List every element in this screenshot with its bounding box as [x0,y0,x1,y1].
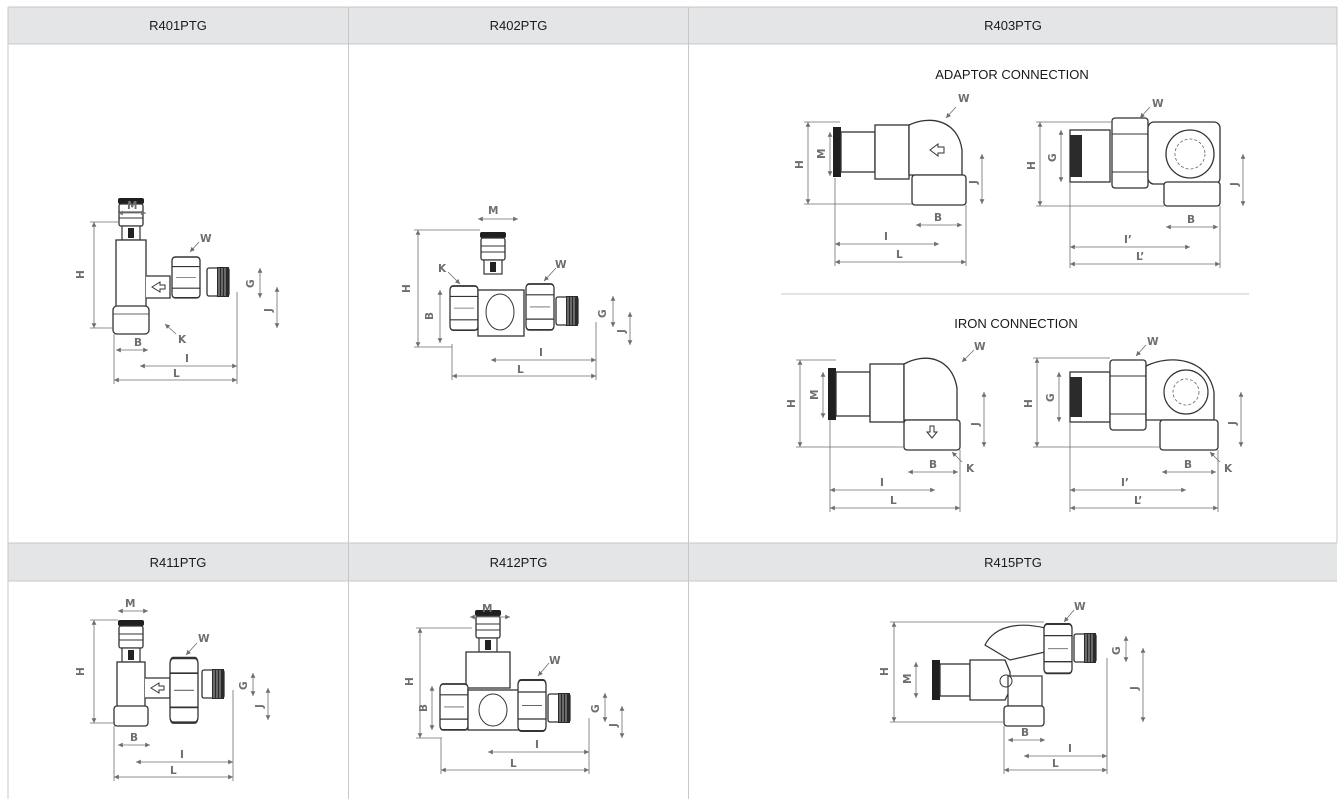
drawing-r403ptg-iron-front: W H G J B K I’ L’ [1023,336,1244,512]
dim-i-prime: I’ [1121,477,1129,489]
dim-w: W [198,633,210,645]
dim-b: B [1021,727,1029,739]
dim-h: H [794,160,806,169]
dim-i: I [880,477,884,489]
dim-l: L [1052,758,1059,770]
dim-h: H [75,270,87,279]
dim-k: K [1224,463,1233,475]
dim-j: J [1129,686,1141,691]
model-label: R415PTG [984,554,1042,570]
header-r402ptg: R402PTG [349,7,688,44]
dim-m: M [902,674,914,684]
dim-l: L [173,368,180,380]
drawing-r402ptg: M H B K W G J I L [401,205,633,380]
dim-j: J [616,329,628,334]
dim-w: W [555,259,567,271]
dim-l: L [510,758,517,770]
dim-b: B [424,312,436,320]
dim-j: J [608,723,620,728]
dim-j: J [968,180,980,185]
dim-j: J [263,308,275,313]
dim-b: B [418,704,430,712]
dim-w: W [958,93,970,105]
dim-w: W [549,655,561,667]
header-r412ptg: R412PTG [349,543,688,581]
dim-h: H [401,284,413,293]
dim-w: W [1147,336,1159,348]
header-r415ptg: R415PTG [689,543,1337,581]
dim-i: I [185,353,189,365]
table-grid [7,6,1338,799]
dim-k: K [966,463,975,475]
dim-b: B [1187,214,1195,226]
dim-l: L [170,765,177,777]
dim-g: G [1047,153,1059,162]
adaptor-connection-title: ADAPTOR CONNECTION [935,67,1089,82]
dim-i: I [539,347,543,359]
dim-l: L [890,495,897,507]
dim-i: I [180,749,184,761]
model-label: R401PTG [149,18,207,33]
dim-i: I [1068,743,1072,755]
dim-g: G [1045,393,1057,402]
dim-b: B [130,732,138,744]
drawing-r411ptg: M H W G J B I L [75,598,271,781]
dim-b: B [929,459,937,471]
dim-w: W [1074,601,1086,613]
dim-g: G [238,681,250,690]
dim-h: H [1026,161,1038,170]
header-r411ptg: R411PTG [8,543,348,581]
drawing-r403ptg-iron-side: W H M J B K I L [786,341,987,512]
dim-j: J [254,704,266,709]
dim-i: I [535,739,539,751]
dim-m: M [809,390,821,400]
dim-l: L [517,364,524,376]
dim-g: G [1111,646,1123,655]
dim-h: H [404,677,416,686]
dim-w: W [974,341,986,353]
drawing-r403ptg-adaptor-front: W H G J B I’ L’ [1026,98,1246,268]
dim-l: L [896,249,903,261]
dim-m: M [816,149,828,159]
header-r403ptg: R403PTG [689,7,1337,44]
model-label: R403PTG [984,18,1042,33]
dim-k: K [438,263,447,275]
dim-w: W [200,233,212,245]
model-label: R412PTG [489,554,548,570]
drawing-r401ptg: M H W G J B K I L [75,197,280,384]
dim-b: B [134,337,142,349]
dim-h: H [879,667,891,676]
dim-w: W [1152,98,1164,110]
dim-l-prime: L’ [1134,495,1142,507]
dim-m: M [482,603,492,615]
dim-g: G [597,309,609,318]
dim-b: B [1184,459,1192,471]
dim-k: K [178,334,187,346]
model-label: R402PTG [489,18,548,33]
model-label: R411PTG [149,554,207,570]
dim-j: J [970,422,982,427]
drawing-r415ptg: W H M G J B I L [879,601,1146,774]
dim-h: H [1023,399,1035,408]
dim-g: G [245,279,257,288]
dim-j: J [1229,182,1241,187]
dim-h: H [786,399,798,408]
drawing-r412ptg: M H B W G J I L [404,603,625,774]
dim-h: H [75,667,87,676]
dim-l-prime: L’ [1136,251,1144,263]
dim-m: M [127,200,137,212]
dim-m: M [125,598,135,610]
dim-m: M [488,205,498,217]
iron-connection-title: IRON CONNECTION [954,316,1078,331]
drawing-r403ptg-adaptor-side: W H M J B I L [794,93,985,266]
dim-i-prime: I’ [1124,234,1132,246]
header-r401ptg: R401PTG [8,7,348,44]
dim-b: B [934,212,942,224]
dim-g: G [590,704,602,713]
dim-i: I [884,231,888,243]
dim-j: J [1227,421,1239,426]
